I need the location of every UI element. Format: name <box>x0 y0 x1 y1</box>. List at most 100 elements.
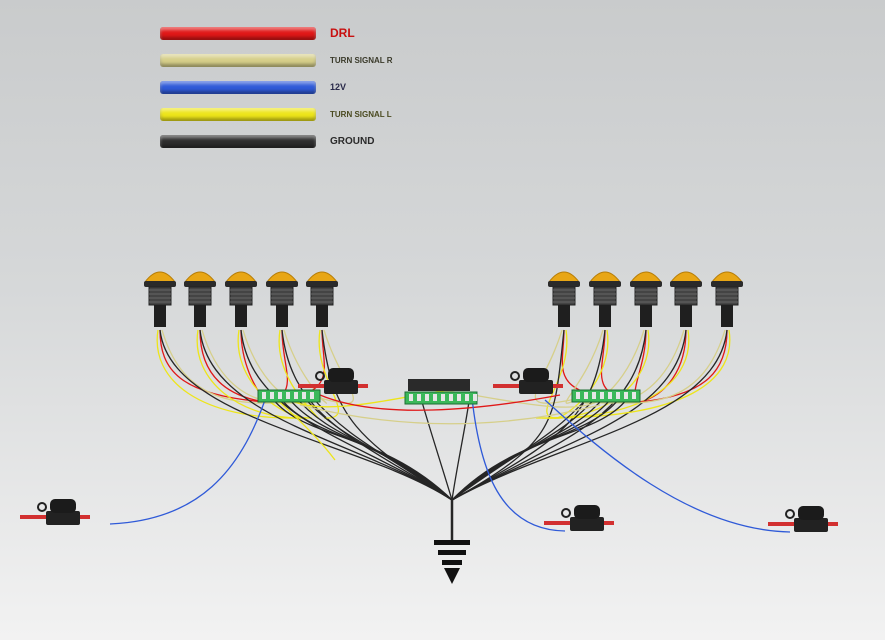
legend-label-12v: 12V <box>330 82 347 92</box>
terminal-screw <box>278 392 282 399</box>
ground-bar-1 <box>434 540 470 545</box>
turn-signal-l-wire <box>196 329 307 419</box>
terminal-block <box>571 389 641 403</box>
fuse-body <box>46 511 80 525</box>
turn-signal-l-wire <box>535 329 731 419</box>
harness-wires <box>109 329 791 540</box>
fuse-body <box>519 380 553 394</box>
fuse-body <box>324 380 358 394</box>
marker-light-right-5 <box>710 271 744 327</box>
ground-wire <box>451 329 606 501</box>
connector-boot <box>154 305 166 327</box>
terminal-block-right <box>571 389 641 403</box>
fuse-loop <box>315 371 325 381</box>
fuse-holder-right <box>768 506 838 532</box>
ground-bar-2 <box>438 550 466 555</box>
fuse-loop <box>561 508 571 518</box>
connector-boot <box>316 305 328 327</box>
bezel <box>184 281 216 287</box>
turn-signal-r-wire <box>299 404 601 425</box>
terminal-screw <box>465 394 469 401</box>
connector-boot <box>599 305 611 327</box>
ground-wire <box>419 394 453 501</box>
amber-lens <box>305 271 339 283</box>
connector-boot <box>276 305 288 327</box>
fuse-cap <box>574 505 600 519</box>
fuse-loop <box>37 502 47 512</box>
ground-wire <box>451 394 623 501</box>
connector-boot <box>640 305 652 327</box>
turn-signal-l-wire <box>546 329 568 419</box>
ground-wire <box>199 329 453 501</box>
harness-components <box>20 271 838 584</box>
connector-boot <box>721 305 733 327</box>
drl-wire <box>639 329 687 403</box>
ground-wire <box>321 329 453 501</box>
amber-lens <box>669 271 703 283</box>
bezel <box>589 281 621 287</box>
ground-wire <box>451 329 728 501</box>
ground-wire <box>451 394 471 501</box>
marker-light-left-1 <box>143 271 177 327</box>
terminal-screw <box>457 394 461 401</box>
legend-swatch-drl <box>160 27 316 40</box>
ground-wire <box>301 394 453 501</box>
terminal-screw <box>286 392 290 399</box>
terminal-screw <box>302 392 306 399</box>
terminal-screw <box>425 394 429 401</box>
fuse-loop <box>510 371 520 381</box>
connector-boot <box>194 305 206 327</box>
terminal-screw <box>294 392 298 399</box>
wire-color-legend: DRL TURN SIGNAL R 12V TURN SIGNAL L GROU… <box>0 0 885 170</box>
fuse-body <box>794 518 828 532</box>
connector-boot <box>558 305 570 327</box>
legend-swatch-turn-signal-l <box>160 108 316 121</box>
marker-light-left-2 <box>183 271 217 327</box>
legend-swatch-12v <box>160 81 316 94</box>
terminal-screw <box>262 392 266 399</box>
ground-bar-3 <box>442 560 462 565</box>
fuse-body <box>570 517 604 531</box>
amber-lens <box>265 271 299 283</box>
12v-wire-right <box>544 399 791 533</box>
marker-light-right-1 <box>547 271 581 327</box>
terminal-block-center <box>404 391 478 405</box>
ground-wire <box>293 394 453 501</box>
marker-light-right-2 <box>588 271 622 327</box>
amber-lens <box>629 271 663 283</box>
terminal-screw <box>441 394 445 401</box>
legend-swatch-ground <box>160 135 316 148</box>
fuse-holder-left <box>20 499 90 525</box>
terminal-screw <box>592 392 596 399</box>
turn-signal-l-wire <box>274 397 336 461</box>
terminal-screw <box>417 394 421 401</box>
terminal-screw <box>473 394 477 401</box>
drl-wire <box>319 394 561 411</box>
amber-lens <box>710 271 744 283</box>
amber-lens <box>143 271 177 283</box>
terminal-screw <box>449 394 453 401</box>
terminal-screw <box>409 394 413 401</box>
legend-label-drl: DRL <box>330 26 355 40</box>
connector-boot <box>680 305 692 327</box>
bezel <box>266 281 298 287</box>
legend-label-turn-signal-r: TURN SIGNAL R <box>330 56 393 65</box>
12v-wire-left <box>109 399 266 525</box>
legend-label-turn-signal-l: TURN SIGNAL L <box>330 110 392 119</box>
drl-wire <box>199 329 266 403</box>
fuse-holder-harness-left <box>298 368 368 394</box>
amber-lens <box>588 271 622 283</box>
ground-icon <box>434 540 470 584</box>
bezel <box>548 281 580 287</box>
terminal-screw <box>270 392 274 399</box>
bezel <box>711 281 743 287</box>
ground-wire <box>240 329 453 501</box>
fuse-holder-harness-right <box>493 368 563 394</box>
terminal-screw <box>584 392 588 399</box>
amber-lens <box>547 271 581 283</box>
ground-tip <box>444 568 460 584</box>
terminal-screw <box>616 392 620 399</box>
terminal-screw <box>576 392 580 399</box>
terminal-screw <box>600 392 604 399</box>
